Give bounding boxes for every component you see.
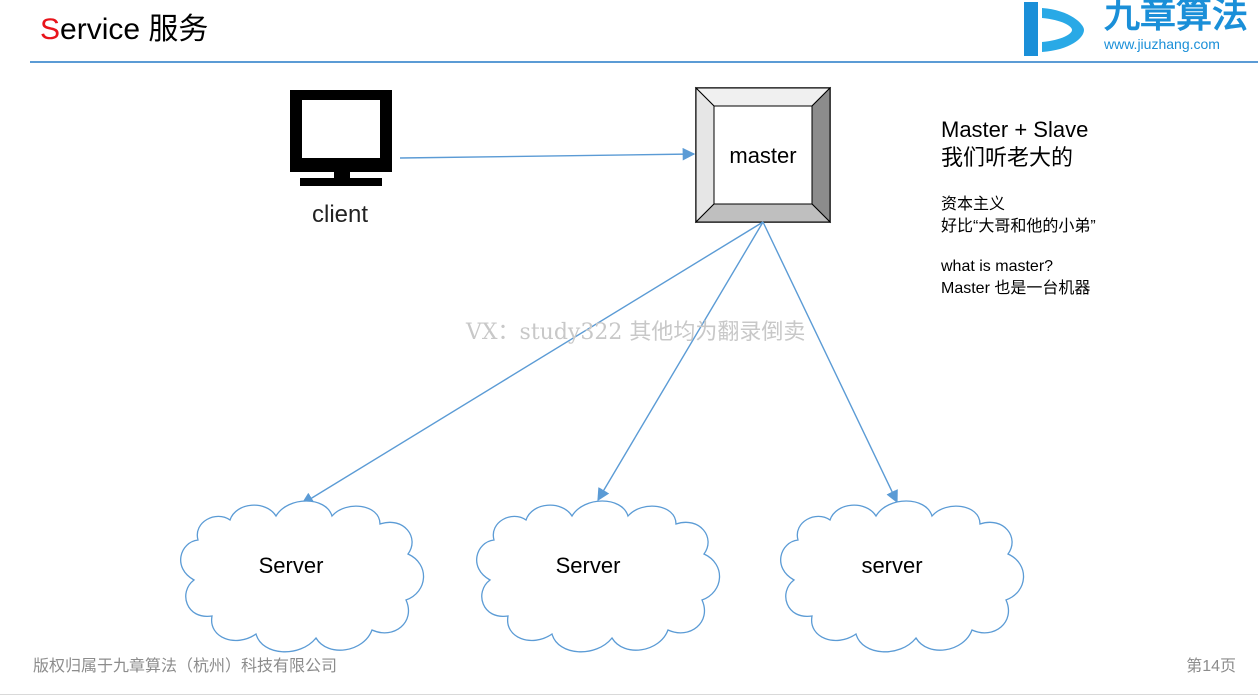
notes-line-1: 资本主义 bbox=[941, 196, 1006, 213]
slide-title-rest: ervice 服务 bbox=[60, 13, 209, 46]
footer-page-number: 第14页 bbox=[1186, 658, 1236, 675]
slide-title: Service 服务 bbox=[40, 10, 208, 50]
client-label: client bbox=[312, 201, 368, 228]
logo-url: www.jiuzhang.com bbox=[1104, 36, 1220, 52]
logo-mark-icon bbox=[1024, 2, 1084, 56]
server-label-2: Server bbox=[556, 553, 621, 578]
client-monitor-icon bbox=[290, 90, 392, 186]
server-label-3: server bbox=[861, 553, 922, 578]
edge-client-master bbox=[399, 147, 696, 161]
edge-master-server-1 bbox=[300, 221, 764, 505]
notes-line-3: what is master? bbox=[941, 258, 1054, 275]
notes-heading-2: 我们听老大的 bbox=[941, 145, 1074, 170]
master-label: master bbox=[729, 143, 796, 168]
logo-brand-text: 九章算法 bbox=[1104, 0, 1249, 36]
master-node bbox=[694, 86, 832, 224]
notes-line-4: Master 也是一台机器 bbox=[941, 280, 1091, 297]
server-label-1: Server bbox=[259, 553, 324, 578]
watermark-text: VX：study322 其他均为翻录倒卖 bbox=[466, 320, 806, 345]
footer-divider bbox=[0, 694, 1258, 695]
edge-master-server-2 bbox=[597, 221, 764, 502]
notes-heading-1: Master + Slave bbox=[941, 117, 1089, 142]
edge-master-server-3 bbox=[762, 221, 898, 504]
notes-line-2: 好比“大哥和他的小弟” bbox=[941, 218, 1096, 235]
footer-copyright: 版权归属于九章算法（杭州）科技有限公司 bbox=[33, 658, 338, 675]
jiuzhang-logo: 九章算法 www.jiuzhang.com bbox=[1018, 0, 1254, 60]
slide-title-first-letter: S bbox=[40, 13, 61, 46]
notes-panel: Master + Slave 我们听老大的 资本主义 好比“大哥和他的小弟” w… bbox=[941, 116, 1241, 300]
header-divider bbox=[30, 61, 1258, 63]
